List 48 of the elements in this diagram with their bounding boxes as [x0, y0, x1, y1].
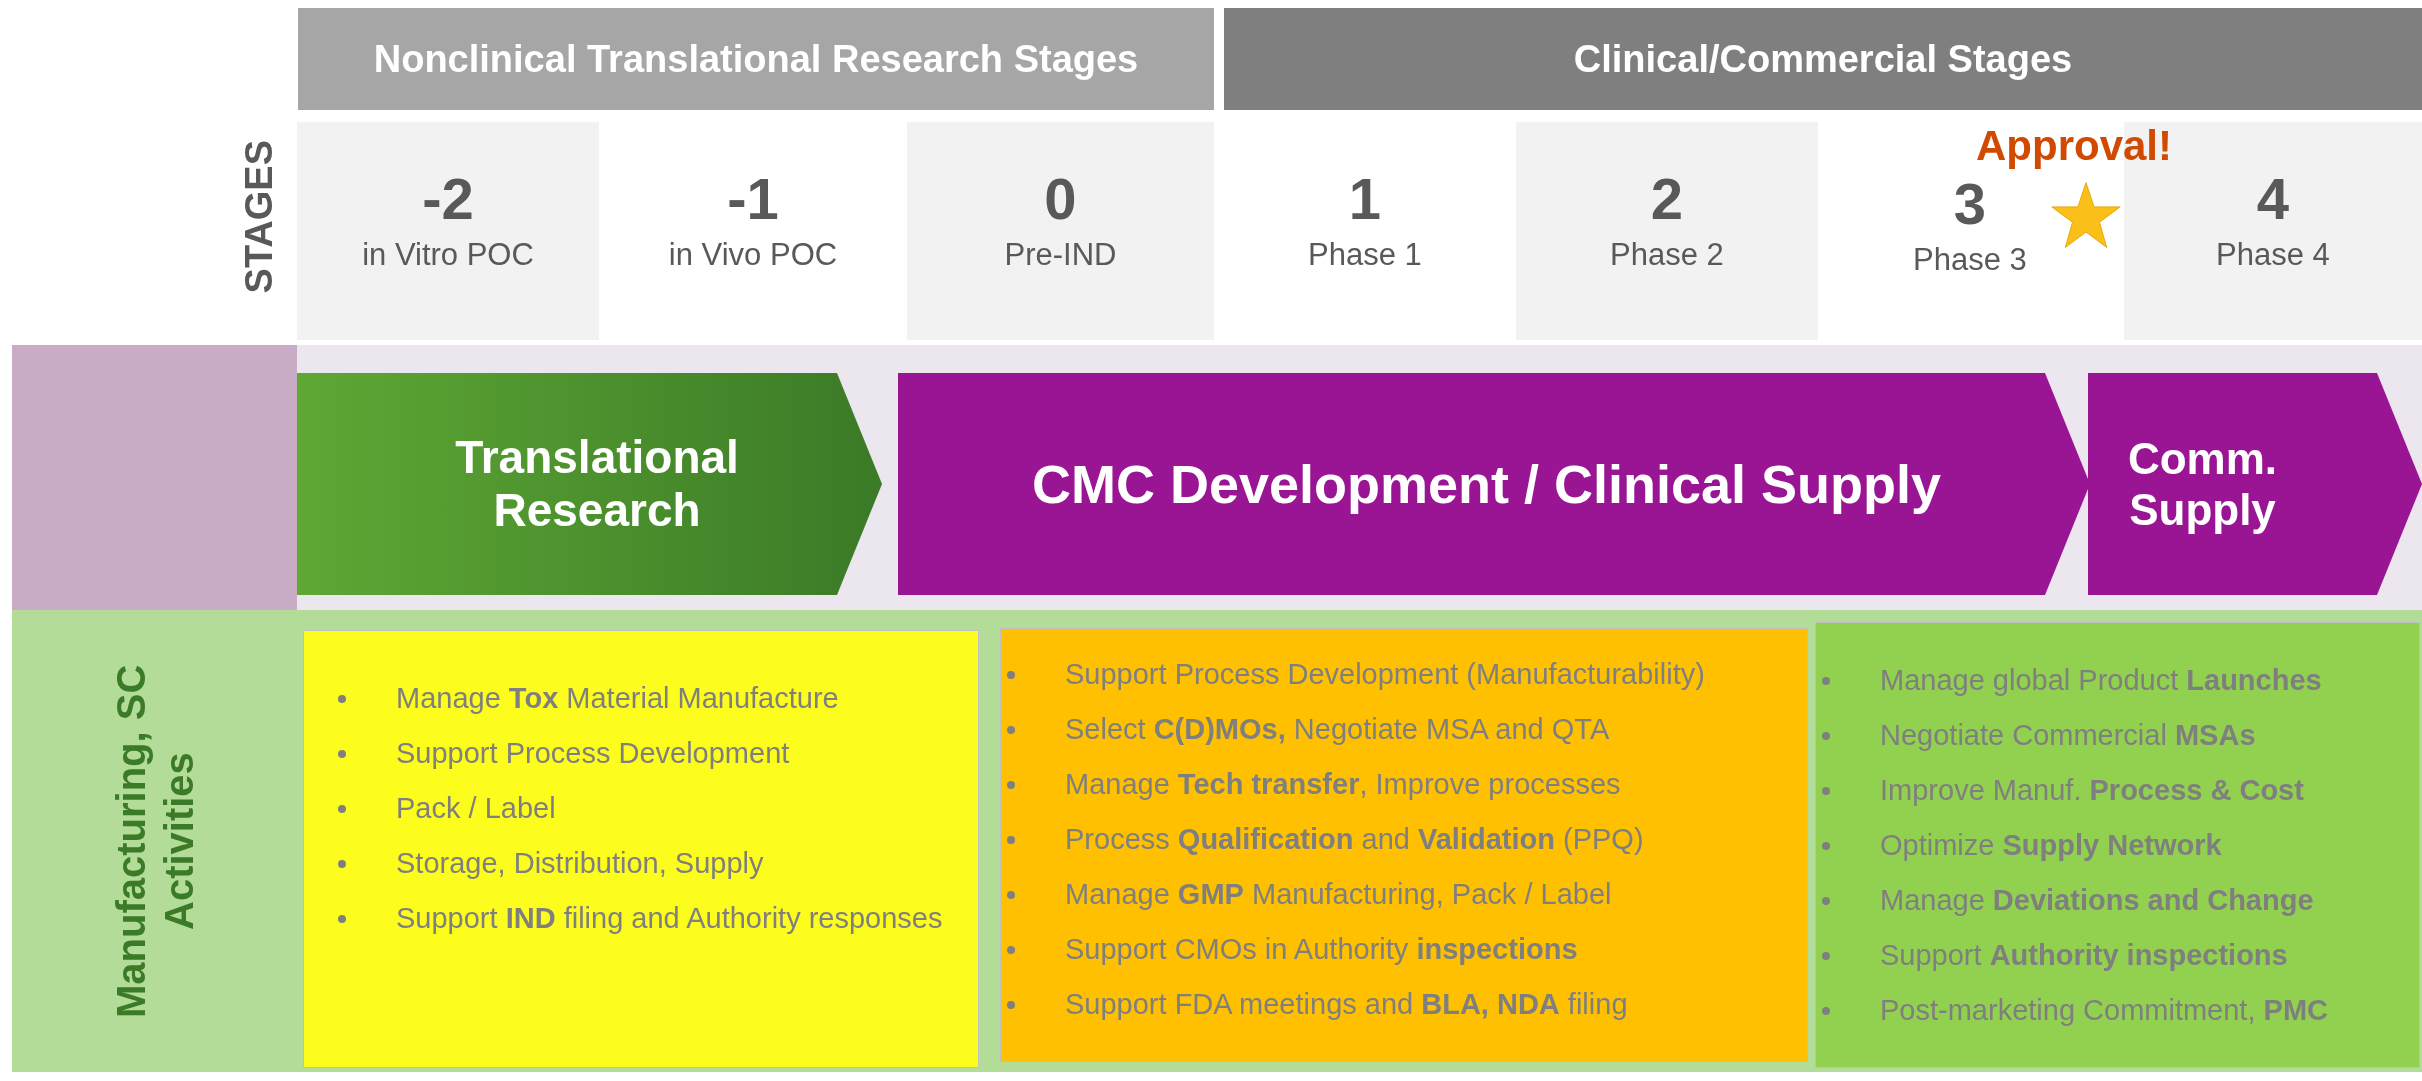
- bullet-text: Improve Manuf. Process & Cost: [1880, 774, 2304, 806]
- stage-group-header: [298, 8, 1214, 110]
- stage-name: in Vitro POC: [362, 236, 534, 274]
- activity-panel: [1815, 622, 2420, 1068]
- stage-number: 0: [1044, 167, 1077, 231]
- banner-label: Comm. Supply: [2126, 433, 2279, 535]
- stage-banner: [2088, 373, 2422, 595]
- stage-group-header: [1224, 8, 2422, 110]
- bullet-text: Optimize Supply Network: [1880, 829, 2222, 861]
- activity-panel: [1000, 628, 1808, 1062]
- row-heading: Manufacturing, SC Activities: [107, 663, 202, 1020]
- stage-name: in Vivo POC: [668, 236, 838, 274]
- bullet-text: Support Authority inspections: [1880, 939, 2288, 971]
- bullet-text: Select C(D)MOs, Negotiate MSA and QTA: [1065, 713, 1610, 745]
- stage-number: -2: [422, 167, 474, 231]
- stage-name: Phase 1: [1308, 236, 1422, 274]
- bullet-text: Storage, Distribution, Supply: [396, 847, 764, 879]
- bullet-text: Pack / Label: [396, 792, 556, 824]
- bullet-text: Support Process Development (Manufacturability): [1065, 658, 1705, 690]
- bullet-text: Support FDA meetings and BLA, NDA filing: [1065, 988, 1628, 1020]
- stage-name: Phase 2: [1610, 236, 1724, 274]
- bullet-text: Post-marketing Commitment, PMC: [1880, 994, 2328, 1026]
- header-text: Nonclinical Translational Research Stages: [373, 37, 1139, 81]
- approval-label: Approval!: [1976, 122, 2172, 170]
- bullet-text: Manage Deviations and Change: [1880, 884, 2314, 916]
- bullet-text: Support Process Development: [396, 737, 790, 769]
- activity-panel: [303, 630, 979, 1068]
- banner-label: CMC Development / Clinical Supply: [1031, 453, 1942, 515]
- header-text: Clinical/Commercial Stages: [1573, 37, 2073, 81]
- bullet-text: Process Qualification and Validation (PPQ): [1065, 823, 1644, 855]
- bullet-text: Manage GMP Manufacturing, Pack / Label: [1065, 878, 1612, 910]
- stage-number: -1: [727, 167, 779, 231]
- bullet-text: Negotiate Commercial MSAs: [1880, 719, 2256, 751]
- stage-number: 3: [1953, 172, 1987, 236]
- bullet-text: Manage Tox Material Manufacture: [396, 682, 839, 714]
- bullet-text: Manage global Product Launches: [1880, 664, 2322, 696]
- stage-name: Phase 4: [2216, 236, 2330, 274]
- banner-label: Translational Research: [454, 431, 740, 537]
- stage-number: 2: [1650, 167, 1684, 231]
- stage-number: 1: [1348, 167, 1382, 231]
- stage-name: Pre-IND: [1004, 236, 1117, 274]
- row-heading: STAGES: [238, 140, 281, 294]
- stage-banner: [297, 373, 882, 595]
- stage-name: Phase 3: [1913, 241, 2027, 279]
- bullet-text: Support CMOs in Authority inspections: [1065, 933, 1578, 965]
- bullet-text: Manage Tech transfer, Improve processes: [1065, 768, 1621, 800]
- stage-number: 4: [2256, 167, 2290, 231]
- bullet-text: Support IND filing and Authority responses: [396, 902, 943, 934]
